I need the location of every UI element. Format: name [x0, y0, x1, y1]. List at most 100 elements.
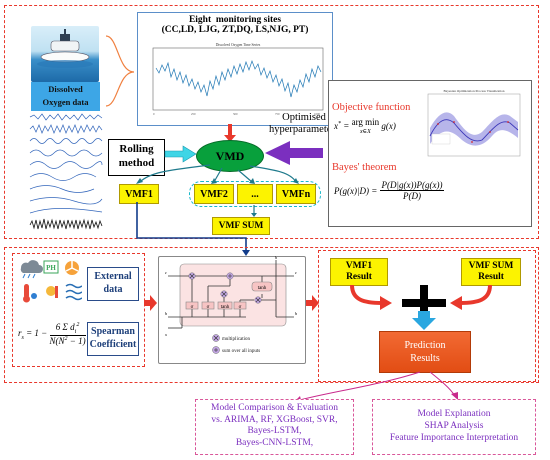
explanation-box: Model Explanation SHAP Analysis Feature … [372, 399, 536, 455]
vmf-dots-box: ... [237, 184, 273, 204]
vmfsum-result-box: VMF SUM Result [461, 258, 521, 286]
spearman-coefficient-box: Spearman Coefficient [87, 322, 139, 356]
svg-text:1000: 1000 [314, 112, 321, 116]
explanation-line3: Feature Importance Interpretation [389, 433, 519, 443]
spearman-line2: Coefficient [89, 339, 137, 350]
top-section-frame [4, 5, 539, 239]
svg-text:PH: PH [46, 264, 56, 272]
svg-text:h: h [295, 311, 298, 316]
svg-text:x: x [164, 332, 167, 337]
svg-text:c: c [165, 270, 167, 275]
sun-temperature-icon [46, 286, 58, 298]
fan-icon [65, 261, 79, 275]
thermometer-icon [23, 284, 37, 303]
vmf1-result-box: VMF1 Result [330, 258, 388, 286]
prediction-line2: Results [410, 353, 440, 364]
comparison-line2: vs. ARIMA, RF, XGBoost, SVR, [211, 414, 338, 425]
external-data-icons: PH [20, 260, 82, 303]
svg-text:750: 750 [275, 112, 280, 116]
external-line2: data [103, 284, 123, 295]
legend-sum: sum over all inputs [222, 349, 260, 354]
external-line1: External [94, 271, 132, 282]
vmf1-to-lstm-line [136, 202, 247, 252]
bayes-theorem-title: Bayes' theorem [332, 162, 397, 173]
ph-icon: PH [43, 260, 59, 274]
inputs-to-lstm-arrow [144, 295, 157, 311]
rolling-line2: method [118, 157, 155, 169]
vmf1-result-line1: VMF1 [345, 261, 373, 271]
opt-line2: hyperparameters [269, 124, 339, 135]
svg-text:h: h [165, 311, 168, 316]
explanation-line1: Model Explanation [417, 409, 491, 419]
results-frame [318, 250, 536, 382]
comparison-text: Model Comparison & Evaluation vs. ARIMA,… [196, 400, 353, 449]
series-to-vmd-arrow [224, 124, 236, 142]
mean-line [429, 119, 519, 142]
do-time-series-plot: Dissolved Oxygen Time Series 0 250 500 750 1… [152, 43, 324, 116]
decomposed-signals [29, 113, 103, 230]
buoy-icon [37, 29, 93, 68]
sites-list: (CC,LD, LJG, ZT,DQ, LS,NJG, PT) [161, 25, 309, 35]
comparison-box: Model Comparison & Evaluation vs. ARIMA,… [195, 399, 354, 455]
svg-text:σ: σ [239, 305, 242, 310]
vmf1-result-line2: Result [346, 272, 372, 282]
svg-text:250: 250 [191, 112, 196, 116]
vmf2-box: VMF2 [194, 184, 234, 204]
prediction-results-box: Prediction Results [379, 331, 471, 373]
comparison-line1: Model Comparison & Evaluation [211, 403, 338, 413]
rolling-line1: Rolling [119, 143, 154, 155]
spearman-formula: rs = 1 − 6 Σ di2 N(N2 − 1) [18, 322, 86, 346]
bayes-plot-title: Bayesian Optimization Process Visualizat… [443, 89, 504, 93]
optimised-hyperparameters-label: Optimised hyperparameters [264, 112, 344, 136]
external-data-box: External data [87, 267, 139, 301]
plus-icon [402, 285, 446, 321]
svg-text:σ: σ [207, 305, 210, 310]
vmf1-box: VMF1 [119, 184, 159, 204]
explanation-line2: SHAP Analysis [424, 421, 484, 431]
middle-section-frame [4, 247, 539, 383]
legend-multiplication: multiplication [222, 337, 251, 342]
confidence-band [430, 112, 518, 146]
svg-text:h: h [275, 256, 278, 260]
buoy-image [31, 26, 99, 82]
opt-line1: Optimised [282, 112, 326, 123]
inputs-frame [12, 253, 145, 367]
bracket-connector [105, 35, 135, 107]
ts-plot-title: Dissolved Oxygen Time Series [216, 43, 261, 47]
lstm-to-results-arrow [306, 295, 319, 311]
explanation-text: Model Explanation SHAP Analysis Feature … [373, 400, 535, 444]
vmfsum-to-plus-arrow [459, 284, 492, 305]
rain-cloud-icon [20, 260, 43, 279]
prediction-to-comparison-arrow [299, 371, 421, 401]
plus-to-prediction-arrow [412, 311, 436, 330]
vmf-sum-box: VMF SUM [212, 217, 270, 235]
prediction-to-explanation-arrow [429, 371, 456, 397]
comparison-line4: Bayes-CNN-LSTM, [235, 437, 314, 448]
prediction-line1: Prediction [404, 340, 446, 351]
svg-text:500: 500 [233, 112, 238, 116]
svg-text:σ: σ [191, 305, 194, 310]
svg-text:c: c [295, 270, 297, 275]
vmfn-box: VMFn [276, 184, 316, 204]
rolling-method-box: Rolling method [108, 139, 165, 176]
svg-text:tanh: tanh [258, 286, 267, 291]
vmfsum-result-line2: Result [478, 272, 504, 282]
do-label-line2: Oxygen data [42, 97, 89, 107]
svg-text:0: 0 [153, 112, 155, 116]
bayes-plot: Bayesian Optimization Process Visualizat… [427, 89, 521, 157]
vmf1-to-plus-arrow [350, 284, 383, 305]
objective-function-title: Objective function [332, 102, 411, 113]
spearman-line1: Spearman [91, 326, 135, 337]
wind-waves-icon [65, 283, 82, 301]
rolling-to-vmd-arrow [164, 145, 197, 163]
dissolved-oxygen-label: Dissolved Oxygen data [31, 82, 100, 111]
do-series-line [155, 59, 322, 98]
vmd-label: VMD [215, 148, 245, 163]
